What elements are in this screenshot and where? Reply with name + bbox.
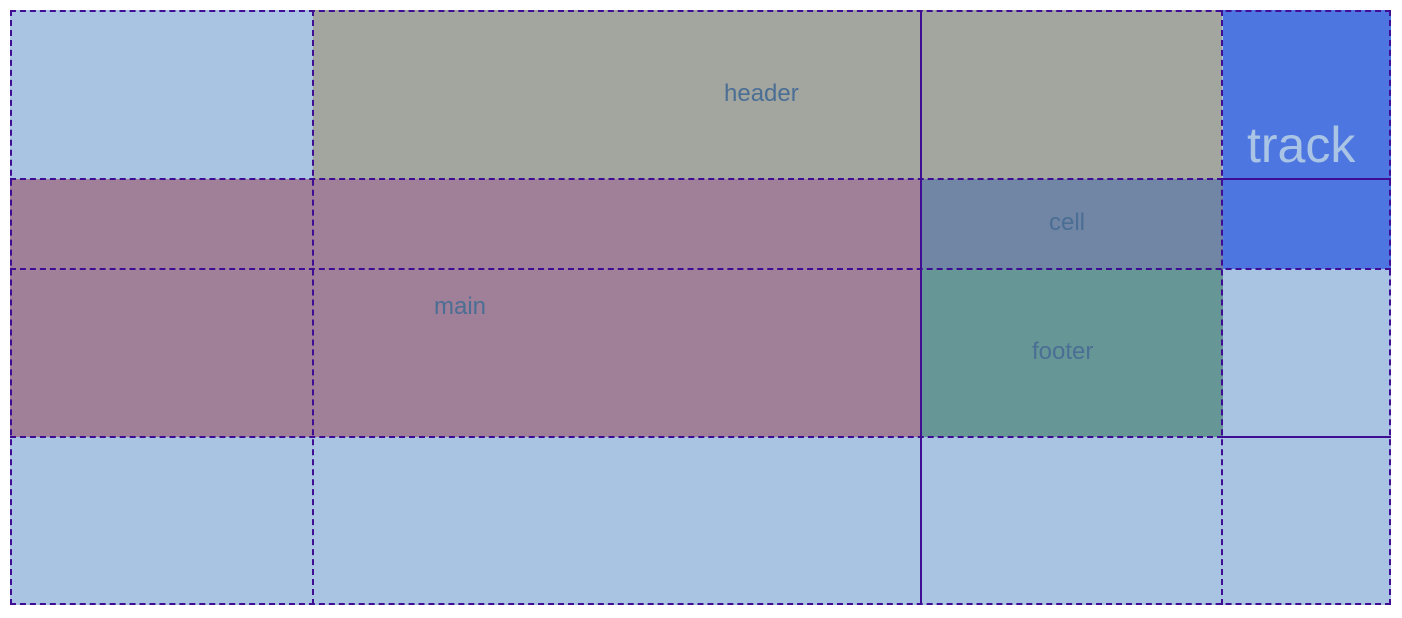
grid-line-row-1b xyxy=(1223,178,1391,180)
header-area xyxy=(313,10,1222,179)
track-area xyxy=(1223,10,1391,269)
track-label: track xyxy=(1247,117,1356,173)
grid-line-row-3a xyxy=(10,436,1223,438)
grid-line-col-2 xyxy=(920,10,922,605)
grid-line-col-3 xyxy=(1221,10,1223,605)
main-area xyxy=(10,179,921,437)
footer-label: footer xyxy=(1032,338,1094,365)
grid-line-row-1a xyxy=(10,178,1223,180)
grid-line-row-2 xyxy=(10,268,1391,270)
footer-area xyxy=(921,269,1223,437)
grid-line-row-3b xyxy=(1223,436,1391,438)
header-label: header xyxy=(724,80,799,107)
cell-label: cell xyxy=(1049,209,1086,236)
main-label: main xyxy=(434,293,487,320)
grid-line-col-1 xyxy=(312,10,314,605)
grid-container: header main cell footer track xyxy=(10,10,1391,605)
cell-area xyxy=(921,179,1223,269)
grid-outline xyxy=(10,10,1391,605)
